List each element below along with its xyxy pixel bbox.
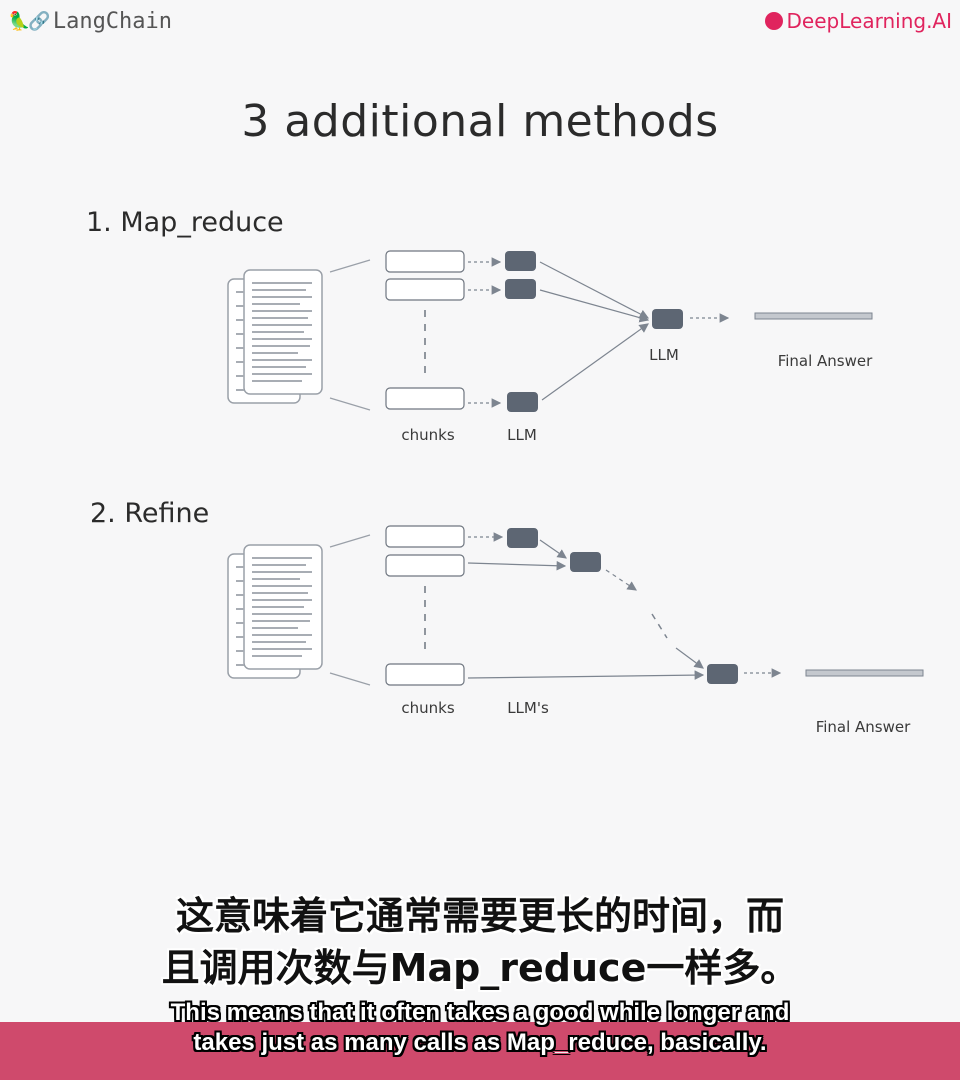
llm-final-block bbox=[707, 664, 738, 684]
slide-title: 3 additional methods bbox=[241, 96, 719, 147]
llm-block bbox=[505, 251, 536, 271]
llm-label: LLM's bbox=[507, 699, 549, 717]
llm-block bbox=[570, 552, 601, 572]
document-stack-icon bbox=[227, 269, 323, 404]
chunk-box bbox=[385, 250, 465, 273]
llm-block bbox=[505, 279, 536, 299]
final-answer-label: Final Answer bbox=[816, 718, 911, 736]
chunk-box bbox=[385, 525, 465, 548]
deeplearning-icon bbox=[764, 12, 783, 30]
subtitle-zh-line2: 且调用次数与Map_reduce一样多。 bbox=[161, 946, 799, 990]
llm-label: LLM bbox=[507, 426, 537, 444]
llm-block bbox=[507, 528, 538, 548]
final-answer-bar bbox=[754, 312, 873, 320]
parrot-link-icon: 🦜🔗 bbox=[8, 10, 51, 32]
section-heading-refine: 2. Refine bbox=[90, 498, 210, 529]
map-reduce-diagram: LLM Final Answer chunks LLM bbox=[227, 250, 873, 444]
chunks-label: chunks bbox=[401, 699, 454, 717]
chunk-box bbox=[385, 663, 465, 686]
subtitle-en-line1: This means that it often takes a good wh… bbox=[170, 999, 790, 1026]
final-answer-bar bbox=[805, 669, 924, 677]
chunk-box bbox=[385, 387, 465, 410]
caption-band bbox=[0, 1022, 960, 1080]
subtitle-en: This means that it often takes a good wh… bbox=[0, 998, 960, 1058]
chunk-box bbox=[385, 278, 465, 301]
section-heading-map-reduce: 1. Map_reduce bbox=[86, 207, 284, 238]
langchain-logo-text: LangChain bbox=[52, 8, 173, 34]
document-stack-icon bbox=[227, 544, 323, 679]
chunk-box bbox=[385, 554, 465, 577]
refine-diagram: chunks LLM's Final Answer bbox=[227, 525, 924, 736]
combine-llm-label: LLM bbox=[649, 346, 679, 364]
subtitle-en-line2: takes just as many calls as Map_reduce, … bbox=[193, 1029, 767, 1056]
deeplearning-logo-text: DeepLearning.AI bbox=[786, 9, 952, 33]
deeplearning-logo: DeepLearning.AI bbox=[764, 6, 952, 36]
final-answer-label: Final Answer bbox=[778, 352, 873, 370]
chunks-label: chunks bbox=[401, 426, 454, 444]
llm-combine-block bbox=[652, 309, 683, 329]
langchain-logo: 🦜🔗 LangChain bbox=[8, 6, 172, 36]
llm-block bbox=[507, 392, 538, 412]
subtitle-zh-line1: 这意味着它通常需要更长的时间，而 bbox=[175, 894, 784, 938]
